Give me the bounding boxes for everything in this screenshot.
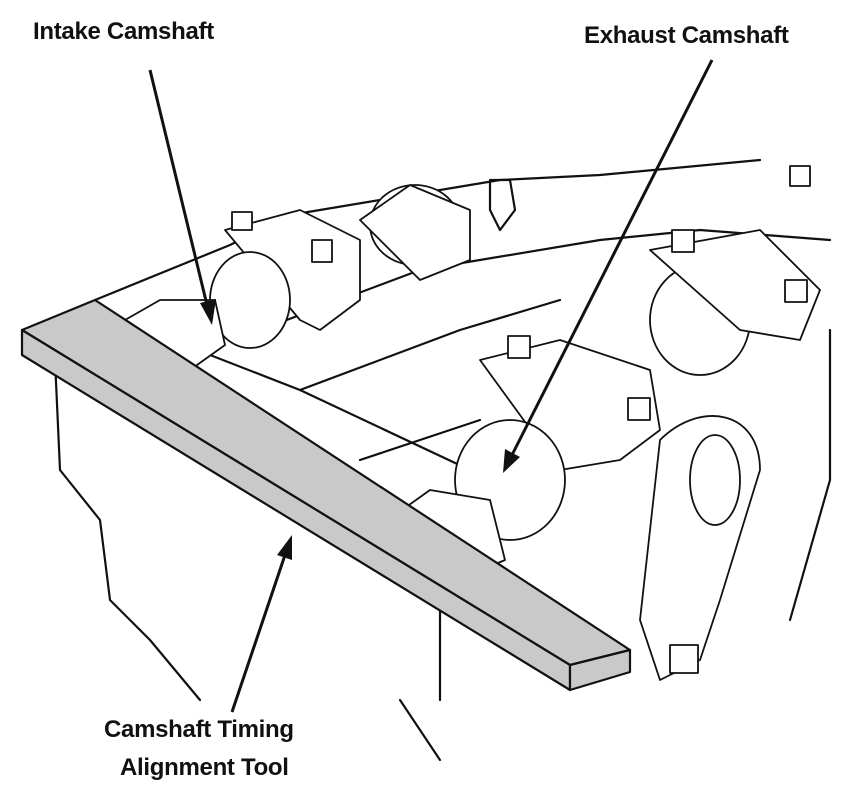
bolt-icon — [671, 229, 695, 253]
alignment-tool — [20, 298, 632, 692]
bolt-icon — [311, 239, 333, 263]
bolt-icon — [627, 397, 651, 421]
tool-label-line1: Camshaft Timing — [104, 716, 294, 743]
bolt-icon — [231, 211, 253, 231]
tool-arrow — [230, 535, 292, 713]
bolt-icon — [507, 335, 531, 359]
tool-label-line2: Alignment Tool — [120, 754, 289, 781]
exhaust-camshaft — [394, 165, 821, 681]
intake-camshaft — [124, 178, 517, 371]
intake-arrow — [148, 69, 216, 325]
exhaust-camshaft-label: Exhaust Camshaft — [584, 22, 789, 49]
intake-camshaft-label: Intake Camshaft — [33, 18, 214, 45]
bolt-icon — [789, 165, 811, 187]
exhaust-arrow — [503, 59, 714, 473]
bolt-icon — [784, 279, 808, 303]
